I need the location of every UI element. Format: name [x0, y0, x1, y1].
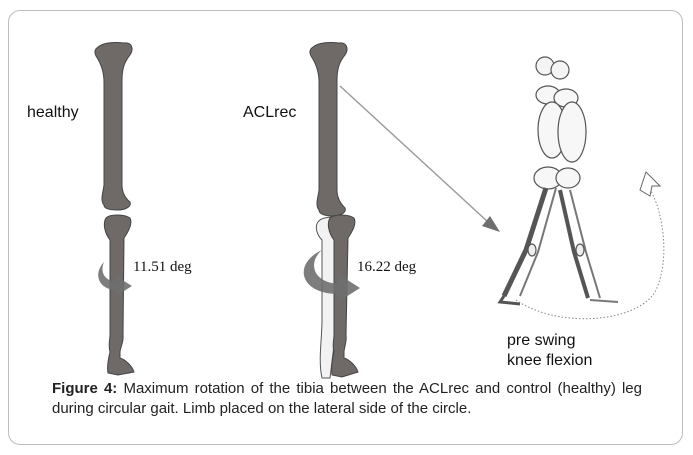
phase-label-line2: knee flexion: [507, 352, 592, 370]
healthy-tibia: [104, 215, 134, 375]
caption-prefix: Figure 4:: [52, 380, 117, 397]
phase-label-line1: pre swing: [507, 332, 575, 350]
healthy-leg: [95, 42, 134, 375]
aclrec-rotation-value: 16.22 deg: [357, 259, 416, 276]
aclrec-femur: [310, 42, 347, 216]
swing-arrow-icon: [640, 172, 660, 196]
caption-text: Maximum rotation of the tibia between th…: [52, 380, 642, 417]
healthy-rotation-value: 11.51 deg: [133, 259, 192, 276]
pointer-line: [340, 86, 488, 222]
gait-figure: [500, 57, 618, 304]
aclrec-label: ACLrec: [243, 104, 296, 122]
healthy-femur: [95, 42, 132, 210]
aclrec-leg: [304, 42, 360, 378]
figure-caption: Figure 4: Maximum rotation of the tibia …: [52, 379, 642, 419]
healthy-label: healthy: [27, 104, 79, 122]
